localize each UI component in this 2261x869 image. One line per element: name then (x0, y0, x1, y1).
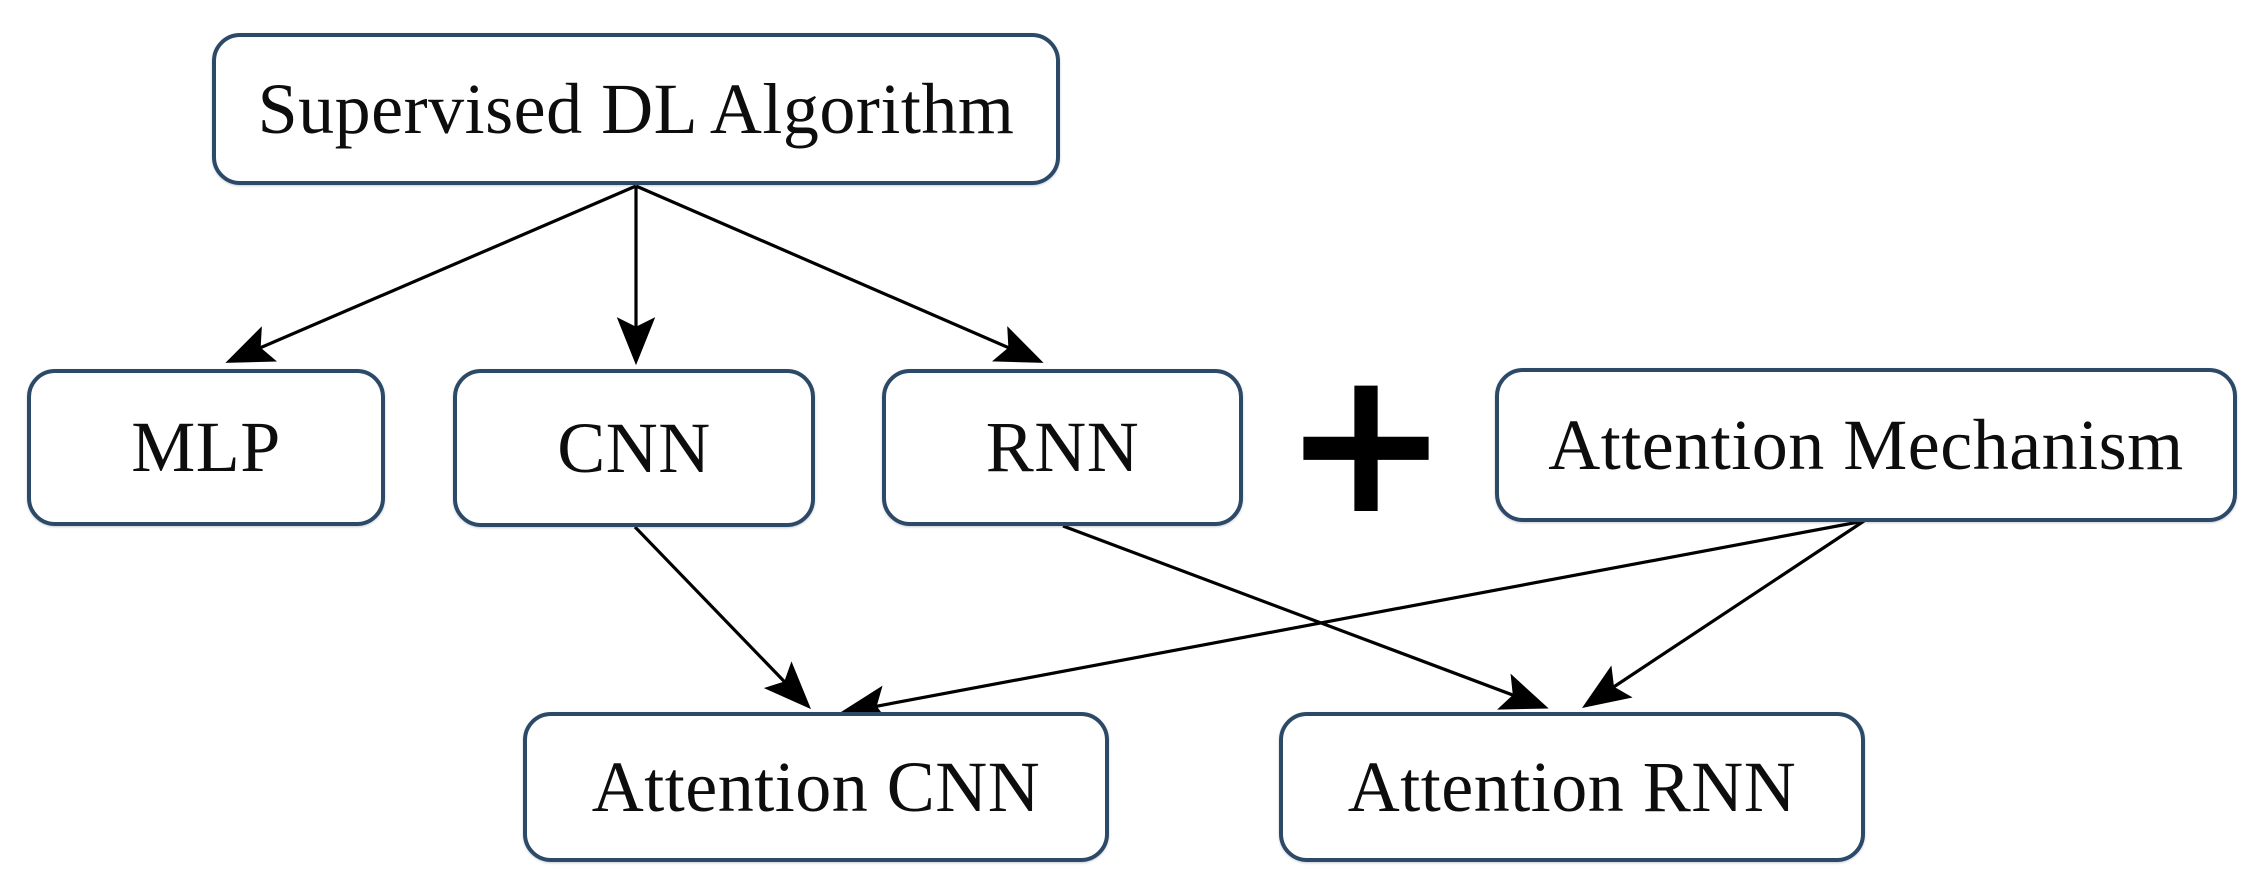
node-cnn: CNN (453, 369, 815, 527)
node-attention-rnn: Attention RNN (1279, 712, 1865, 862)
edge-attention-mechanism-to-attention-rnn (1581, 519, 1865, 708)
node-attention-cnn: Attention CNN (523, 712, 1109, 862)
node-rnn: RNN (882, 369, 1243, 526)
node-label: Supervised DL Algorithm (257, 68, 1015, 149)
node-label: CNN (557, 407, 711, 488)
edge-cnn-to-attention-cnn (633, 525, 812, 710)
edge-supervised-to-mlp (225, 184, 637, 363)
node-attention-mechanism: Attention Mechanism (1495, 368, 2237, 522)
edge-supervised-to-rnn (635, 184, 1044, 363)
node-label: Attention Mechanism (1548, 404, 2184, 485)
node-label: Attention CNN (591, 746, 1041, 827)
node-label: RNN (985, 407, 1140, 487)
plus-icon: + (1282, 325, 1450, 559)
node-supervised-dl-algorithm: Supervised DL Algorithm (212, 33, 1060, 185)
node-mlp: MLP (27, 369, 385, 526)
node-label: MLP (131, 407, 281, 487)
node-label: Attention RNN (1347, 746, 1797, 827)
